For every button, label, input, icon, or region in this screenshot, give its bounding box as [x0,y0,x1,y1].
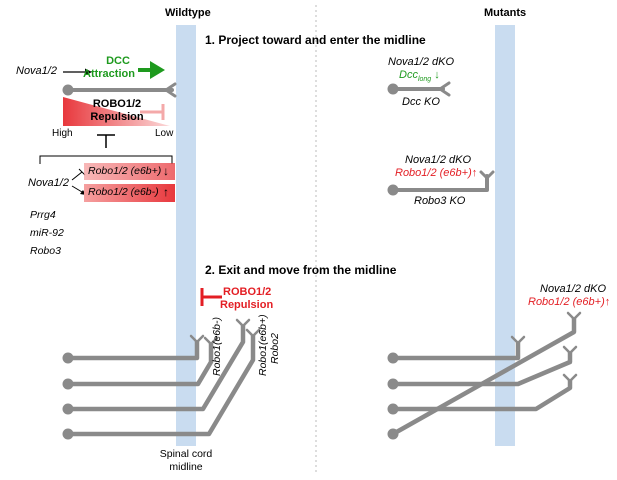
mutant-exit-axons [391,318,577,436]
gradient-low-label: Low [155,128,174,139]
wildtype-exit-somas [62,352,74,440]
e6b-plus-down-arrow: ↓ [163,164,169,178]
exit-robo-label-line1: ROBO1/2 [223,286,272,298]
robo-e6b-minus-label: Robo1/2 (e6b-) [88,186,159,198]
mutant2-robo-text: Robo1/2 (e6b+) [395,167,472,179]
gradient-high-label: High [52,128,73,139]
mutant-robo3-ko-soma [387,184,399,196]
mutant2-line2: Robo1/2 (e6b+)↑ [395,168,477,179]
mutant-robo3-ko-axon [391,170,495,192]
mutant3-robo-text: Robo1/2 (e6b+) [528,296,605,308]
mutant3-line1: Nova1/2 dKO [540,283,607,295]
nova-to-dcc-arrowhead [85,68,92,76]
mutant1-line1: Nova1/2 dKO [388,56,455,68]
mutant-dcc-ko-soma [387,83,399,95]
wildtype-axon-step1 [66,82,177,98]
mutant3-line2: Robo1/2 (e6b+)↑ [528,297,610,308]
wildtype-axon-step1-soma [62,84,74,96]
step1-title: 1. Project toward and enter the midline [205,33,426,47]
robo-e6b-minus-box [84,184,175,202]
dcc-label: DCC [106,55,130,67]
mutant1-dcc-arrow: ↓ [434,69,440,81]
robo-gradient-wedge [63,97,170,126]
prrg4-label: Prrg4 [30,209,56,221]
midline-label-line1: Spinal cord [159,448,213,460]
mutant2-ko: Robo3 KO [414,195,466,207]
mutants-header: Mutants [484,7,527,19]
axon-label-robo1-e6b-plus: Robo1(e6b+) [257,314,269,376]
mir92-label: miR-92 [30,227,64,239]
nova-isoform-activate [71,185,83,193]
attraction-label: Attraction [83,68,135,80]
mutant2-line1: Nova1/2 dKO [405,154,472,166]
mutant1-ko-text: Dcc KO [402,96,440,108]
regulators-bracket [39,155,173,164]
robo-e6b-plus-label: Robo1/2 (e6b+) [88,165,162,177]
midline-label-line2: midline [169,461,203,473]
nova-label: Nova1/2 [16,65,57,77]
mutant2-arrow: ↑ [471,167,478,179]
axon-label-robo1-e6b-minus: Robo1(e6b-) [211,317,223,376]
wildtype-midline [176,25,196,446]
mutant-exit-somas [387,352,399,440]
robo-repulsion-label-line1: ROBO1/2 [92,98,142,110]
mutant1-dcc-long: Dcclong↓ [399,69,440,84]
mutant3-arrow: ↑ [604,296,611,308]
e6b-minus-up-arrow: ↑ [163,185,169,199]
mutant-midline [495,25,515,446]
robo-e6b-plus-box [84,163,175,180]
nova-isoform-inhibit [71,171,83,181]
exit-robo-label-line2: Repulsion [220,299,274,311]
step2-title: 2. Exit and move from the midline [205,263,397,277]
mutant1-dcc-main: Dcc [399,69,418,81]
wildtype-exit-axons [68,325,256,437]
mutant-exit-growth-cones [510,311,582,383]
axon-label-robo2: Robo2 [269,333,281,364]
robo3-label: Robo3 [30,245,61,257]
robo-repulsion-label-line2: Repulsion [90,111,144,123]
nova-label-2: Nova1/2 [28,177,69,189]
mutant1-ko: Dcc KO [402,97,440,108]
wildtype-exit-growth-cones [189,318,261,346]
attraction-arrowhead [150,61,165,79]
mutant1-dcc-sub: long [417,76,432,84]
wildtype-header: Wildtype [165,7,211,19]
mutant-dcc-ko-axon [391,81,451,97]
